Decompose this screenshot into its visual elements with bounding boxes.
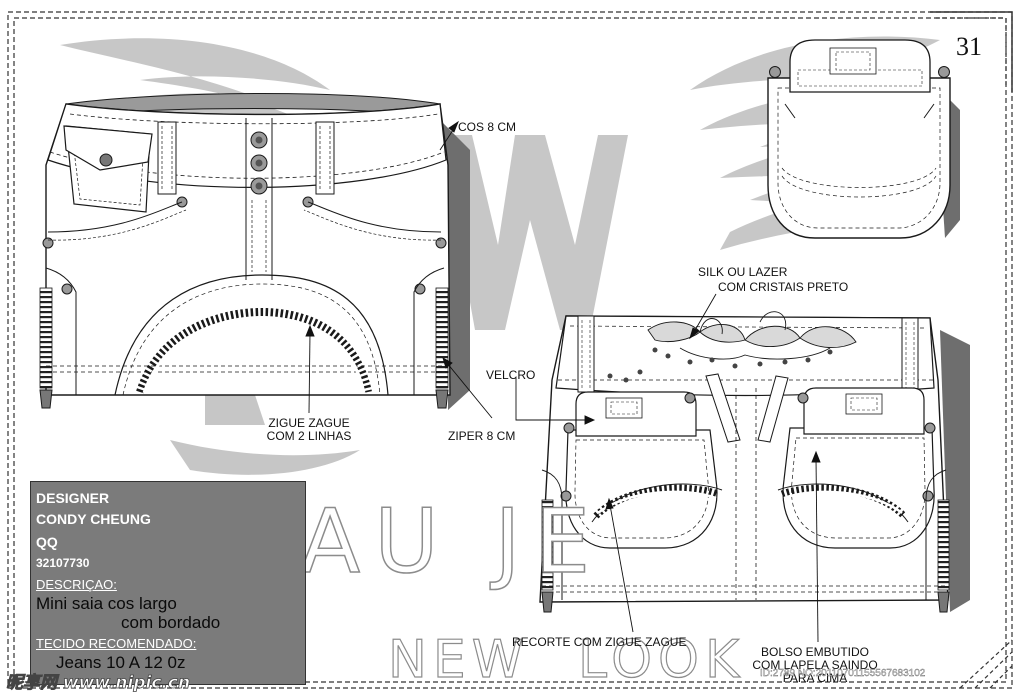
page-border bbox=[7, 11, 1013, 689]
skirt-front-view bbox=[539, 311, 970, 613]
label-bolso-line3: PARA CIMA bbox=[782, 671, 848, 685]
site-watermark-id: ID:2789 NO:20110701155567683102 bbox=[760, 668, 926, 679]
info-box: DESIGNER CONDY CHEUNG QQ 32107730 DESCRI… bbox=[30, 481, 306, 685]
label-silk-line2: COM CRISTAIS PRETO bbox=[718, 280, 849, 294]
front-pocket-left bbox=[565, 429, 718, 549]
label-silk: SILK OU LAZER COM CRISTAIS PRETO bbox=[698, 265, 848, 295]
label-zigue-line1: ZIGUE ZAGUE bbox=[268, 416, 350, 430]
pocket-detail bbox=[767, 39, 960, 239]
designer-label: DESIGNER bbox=[36, 490, 110, 506]
page-number: 31 bbox=[956, 32, 982, 61]
designer-name: CONDY CHEUNG bbox=[36, 511, 151, 527]
front-pocket-right bbox=[782, 427, 935, 549]
label-ziper: ZIPER 8 CM bbox=[448, 429, 516, 443]
site-watermark: 昵享网 www.nipic.cn bbox=[6, 673, 191, 694]
zipper-left bbox=[39, 287, 53, 389]
brand-watermark-new: NEW bbox=[387, 629, 530, 690]
embroidery-silk bbox=[647, 311, 857, 360]
leader-lines bbox=[305, 120, 821, 643]
tecido-label: TECIDO RECOMENDADO: bbox=[36, 636, 197, 651]
qq-number: 32107730 bbox=[36, 556, 90, 570]
skirt-back-shadow bbox=[440, 120, 470, 410]
label-bolso-line1: BOLSO EMBUTIDO bbox=[760, 645, 870, 659]
label-bolso: BOLSO EMBUTIDO COM LAPELA SAINDO PARA CI… bbox=[736, 646, 894, 685]
label-silk-line1: SILK OU LAZER bbox=[698, 265, 788, 279]
zipper-front-left bbox=[541, 499, 554, 591]
descricao-line2: com bordado bbox=[121, 613, 221, 632]
label-cos: COS 8 CM bbox=[458, 120, 517, 134]
brand-watermark-look: LOOK bbox=[577, 629, 746, 690]
descricao-label: DESCRIÇAO: bbox=[36, 577, 117, 592]
descricao-line1: Mini saia cos largo bbox=[36, 594, 177, 613]
skirt-back-view bbox=[39, 93, 470, 410]
label-zigue-line2: COM 2 LINHAS bbox=[266, 429, 352, 443]
label-velcro: VELCRO bbox=[486, 368, 536, 382]
zipper-front-right bbox=[937, 499, 950, 591]
label-bolso-line2: COM LAPELA SAINDO bbox=[752, 658, 878, 672]
tecido-value: Jeans 10 A 12 0z bbox=[56, 653, 186, 672]
qq-label: QQ bbox=[36, 534, 58, 550]
pocket-detail-body bbox=[767, 77, 951, 239]
label-recorte: RECORTE COM ZIGUE ZAGUE bbox=[512, 635, 687, 649]
brand-watermark-text: AU JE bbox=[299, 489, 605, 594]
zigzag-arch bbox=[114, 274, 389, 396]
label-zigue-zague: ZIGUE ZAGUE COM 2 LINHAS bbox=[254, 417, 364, 443]
zipper-right bbox=[435, 287, 449, 389]
